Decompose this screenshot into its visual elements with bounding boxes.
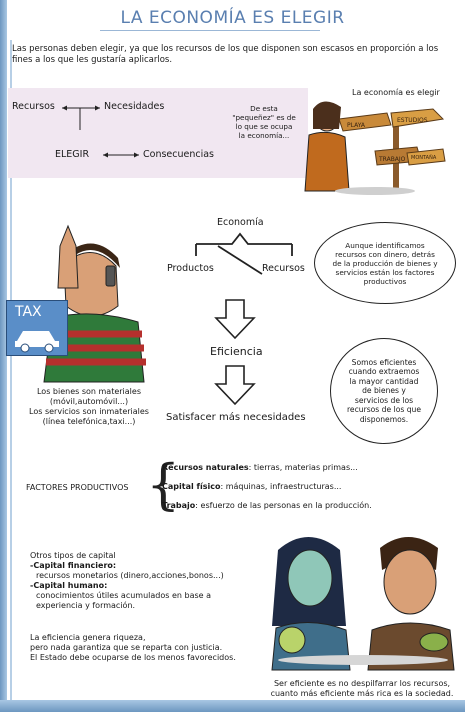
capital-humano-desc-2: experiencia y formación. [36, 601, 136, 610]
diagram-note: De esta "pequeñez" es de lo que se ocupa… [232, 104, 296, 140]
diagram-band [8, 88, 308, 178]
capital-humano-desc-1: conocimientos útiles acumulados en base … [36, 591, 212, 600]
flow-eficiencia: Eficiencia [210, 345, 263, 358]
capital-heading: Otros tipos de capital [30, 551, 116, 560]
bienes-text: Los bienes son materiales (móvil,automóv… [14, 387, 164, 427]
sign-montana: MONTAÑA [411, 154, 437, 161]
tree-root: Economía [217, 217, 264, 228]
factor-1-name: Recursos naturales [162, 463, 249, 472]
illustration-caption: La economía es elegir [352, 88, 440, 97]
title-underline [100, 30, 320, 31]
factor-recursos-naturales: Recursos naturales: tierras, materias pr… [162, 463, 358, 473]
taxi-sign: TAX [6, 300, 68, 356]
sign-trabajo: TRABAJO [378, 156, 406, 163]
diagram-recursos: Recursos [12, 101, 55, 112]
tree-left: Productos [167, 263, 214, 274]
riqueza-text: La eficiencia genera riqueza, pero nada … [30, 633, 270, 663]
capital-financiero-desc: recursos monetarios (dinero,acciones,bon… [36, 571, 224, 580]
factores-brace: { [146, 453, 181, 516]
bottom-caption-line-1: Ser eficiente es no despilfarrar los rec… [273, 679, 451, 688]
bienes-line-2: (móvil,automóvil...) [49, 397, 129, 406]
diagram-necesidades: Necesidades [104, 101, 165, 112]
bienes-line-3: Los servicios son inmateriales [29, 407, 149, 416]
factor-2-desc: : máquinas, infraestructuras... [220, 482, 342, 491]
bubble-eficientes-text: Somos eficientes cuando extraemos la may… [346, 357, 422, 424]
bottom-caption-line-2: cuanto más eficiente más rica es la soci… [270, 689, 454, 698]
sign-playa: PLAYA [347, 122, 366, 129]
riqueza-line-2: pero nada garantiza que se reparta con j… [30, 643, 223, 652]
page-title: LA ECONOMÍA ES ELEGIR [120, 8, 345, 28]
diagram-consecuencias: Consecuencias [143, 149, 215, 160]
sign-estudios: ESTUDIOS [397, 117, 428, 124]
left-border [0, 0, 7, 712]
taxi-car-icon [15, 331, 59, 353]
factor-capital-fisico: Capital físico: máquinas, infraestructur… [162, 482, 341, 492]
factor-1-desc: : tierras, materias primas... [248, 463, 358, 472]
diagram-elegir: ELEGIR [55, 149, 90, 160]
capital-financiero-label: -Capital financiero: [30, 561, 117, 570]
factor-3-desc: : esfuerzo de las personas en la producc… [195, 501, 372, 510]
bottom-caption: Ser eficiente es no despilfarrar los rec… [264, 679, 460, 699]
man-phone-illustration [43, 224, 146, 383]
capital-section: Otros tipos de capital -Capital financie… [30, 551, 260, 611]
tree-right: Recursos [262, 263, 305, 274]
bottom-border [0, 700, 465, 712]
intro-text: Las personas deben elegir, ya que los re… [12, 44, 439, 65]
flow-satisfacer: Satisfacer más necesidades [166, 412, 306, 423]
capital-humano-label: -Capital humano: [30, 581, 108, 590]
taxi-sign-text: TAX [15, 304, 42, 320]
factor-2-name: Capital físico [162, 482, 221, 491]
bubble-factores: Aunque identificamos recursos con dinero… [314, 222, 456, 304]
factor-3-name: Trabajo [162, 501, 196, 510]
people-illustration [271, 537, 455, 671]
bienes-line-4: (línea telefónica,taxi...) [42, 417, 136, 426]
factores-label: FACTORES PRODUCTIVOS [26, 483, 129, 492]
riqueza-line-3: El Estado debe ocuparse de los menos fav… [30, 653, 236, 662]
riqueza-line-1: La eficiencia genera riqueza, [30, 633, 146, 642]
bubble-factores-text: Aunque identificamos recursos con dinero… [332, 240, 438, 286]
woman-signpost-illustration: PLAYA ESTUDIOS TRABAJO MONTAÑA [304, 101, 446, 195]
factor-trabajo: Trabajo: esfuerzo de las personas en la … [162, 501, 372, 511]
bubble-eficientes: Somos eficientes cuando extraemos la may… [330, 338, 438, 444]
left-border-line [10, 40, 12, 712]
bienes-line-1: Los bienes son materiales [36, 387, 141, 396]
